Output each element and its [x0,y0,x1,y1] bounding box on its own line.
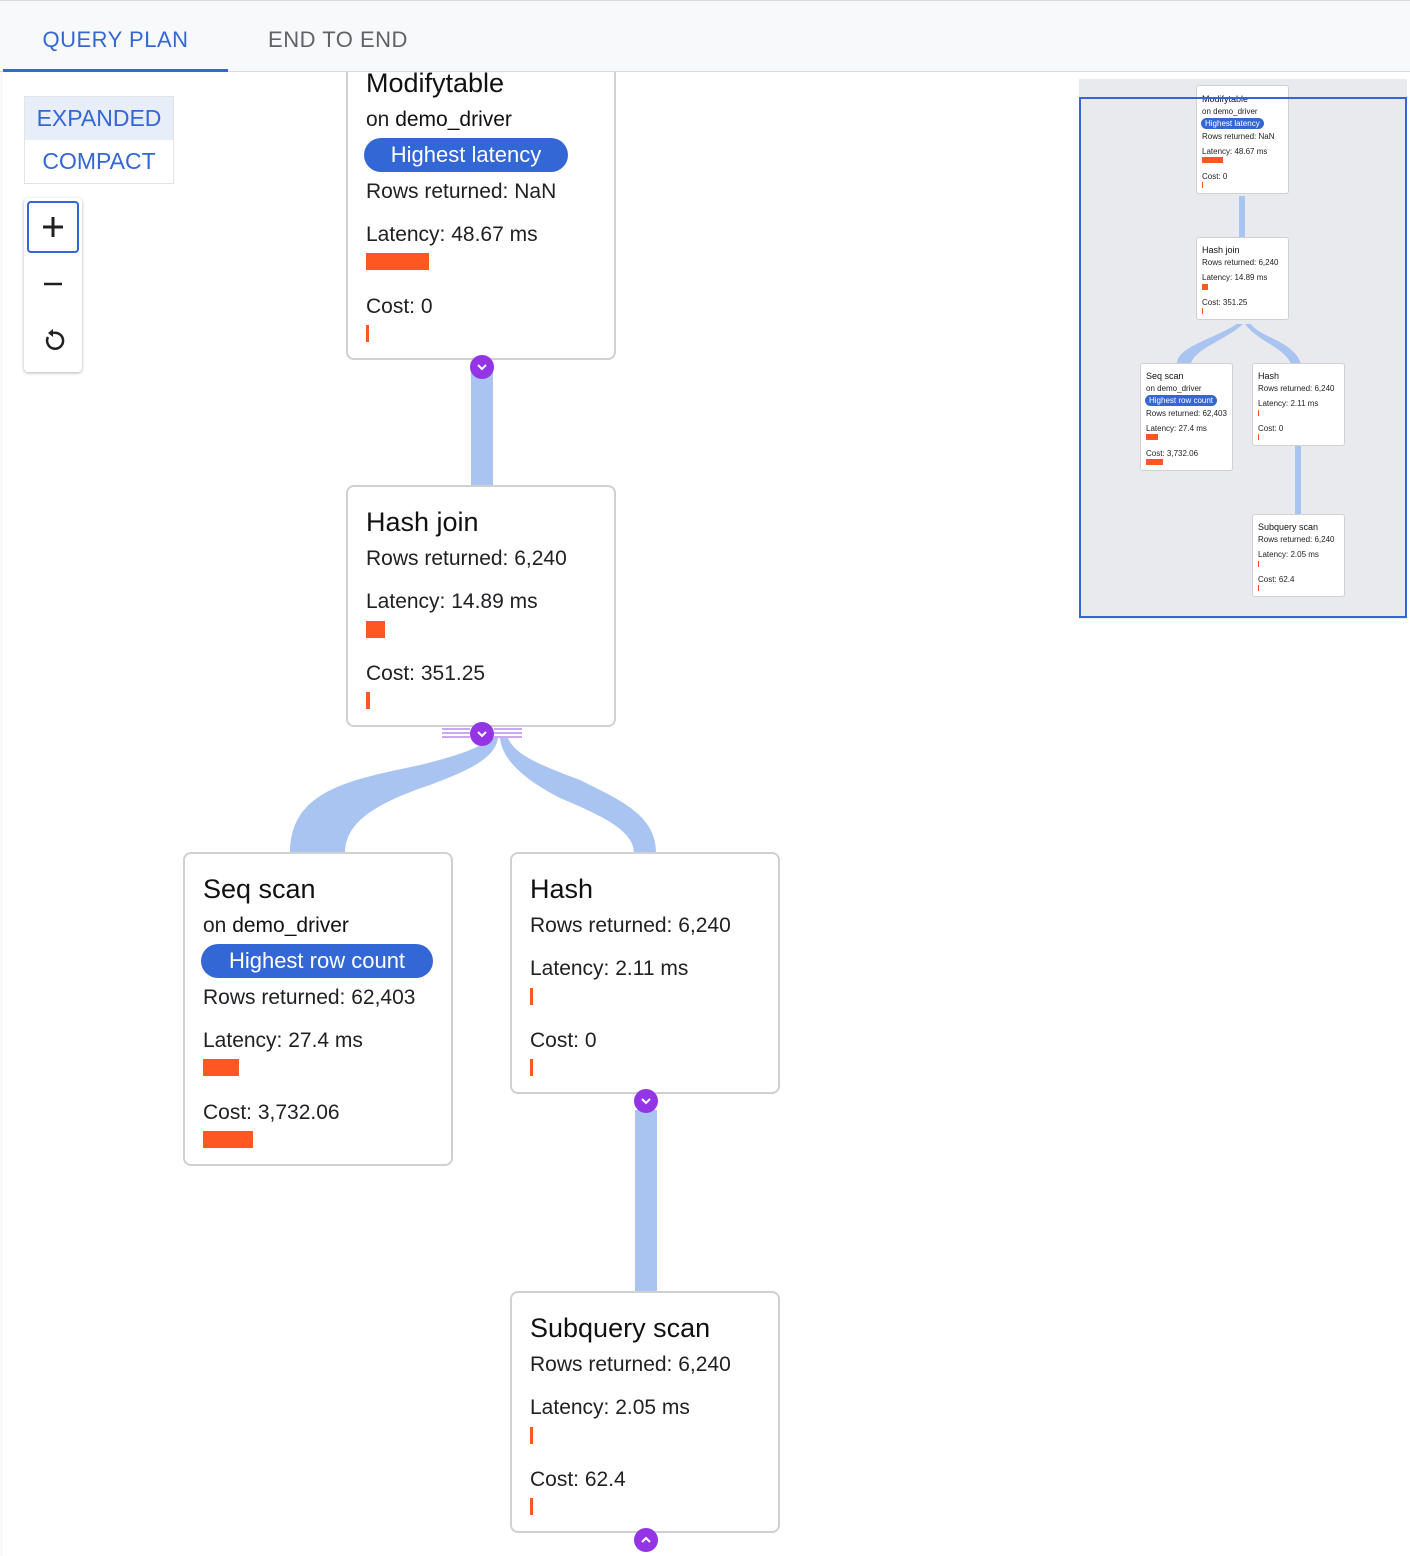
latency-bar [203,1059,239,1076]
cost-bar [530,1059,533,1076]
minimap-node-seq-scan: Seq scan on demo_driver Highest row coun… [1140,363,1233,471]
zoom-out-button[interactable] [27,258,79,310]
highest-row-count-badge: Highest row count [201,944,433,978]
collapse-chevron-icon[interactable] [634,1089,658,1113]
plan-node-seq-scan[interactable]: Seq scan on demo_driver Highest row coun… [183,852,453,1166]
edge-hash-subquery [635,1110,657,1292]
node-cost: Cost: 351.25 [366,662,486,685]
plus-icon [43,217,63,237]
cost-bar [366,325,369,342]
minimap-node-subquery-scan: Subquery scan Rows returned: 6,240 Laten… [1252,514,1345,597]
minimap-node-hash-join: Hash join Rows returned: 6,240 Latency: … [1196,237,1289,320]
latency-bar [366,621,385,638]
cost-bar [366,692,370,709]
node-latency: Latency: 27.4 ms [203,1029,363,1052]
node-table: on demo_driver [203,914,349,937]
plan-node-hash[interactable]: Hash Rows returned: 6,240 Latency: 2.11 … [510,852,780,1094]
collapse-chevron-icon[interactable] [470,355,494,379]
node-title: Modifytable [366,68,505,98]
node-latency: Latency: 14.89 ms [366,590,538,613]
reset-zoom-button[interactable] [27,315,79,367]
zoom-in-button[interactable] [27,201,79,253]
node-title: Hash [530,874,594,904]
cost-bar [203,1131,253,1148]
minimap-node-modifytable: Modifytable on demo_driver Highest laten… [1196,85,1289,194]
edge-hashjoin-seqscan [290,738,498,853]
active-tab-ink [3,69,228,72]
tab-query-plan-label[interactable]: QUERY PLAN [42,27,189,52]
minimap[interactable]: Modifytable on demo_driver Highest laten… [1079,79,1407,619]
minimap-edges [1177,196,1301,514]
compact-button[interactable]: COMPACT [42,148,156,174]
latency-bar [366,253,429,270]
node-rows: Rows returned: 6,240 [366,547,567,570]
node-table: on demo_driver [366,108,512,131]
node-rows: Rows returned: 6,240 [530,914,731,937]
node-title: Subquery scan [530,1313,711,1343]
highest-latency-badge: Highest latency [364,138,568,172]
cost-bar [530,1498,533,1515]
tab-bar-front: QUERY PLAN END TO END [0,0,1410,72]
node-latency: Latency: 48.67 ms [366,223,538,246]
node-latency: Latency: 2.11 ms [530,957,689,980]
plan-node-modifytable[interactable]: Modifytable on demo_driver Highest laten… [346,50,616,360]
node-title: Hash join [366,507,479,537]
minimap-viewport[interactable] [1079,97,1407,618]
minimap-node-hash: Hash Rows returned: 6,240 Latency: 2.11 … [1252,363,1345,446]
edge-hashjoin-hash [500,738,656,853]
minus-icon [44,282,62,286]
tab-end-to-end-label[interactable]: END TO END [268,27,408,52]
expanded-button[interactable]: EXPANDED [25,97,173,140]
node-latency: Latency: 2.05 ms [530,1396,690,1419]
node-rows: Rows returned: 6,240 [530,1353,731,1376]
node-rows: Rows returned: NaN [366,180,557,203]
node-cost: Cost: 0 [530,1029,597,1052]
node-title: Seq scan [203,874,316,904]
collapse-chevron-icon[interactable] [470,722,494,746]
edge-connector-lines [442,728,522,738]
node-rows: Rows returned: 62,403 [203,986,416,1009]
node-cost: Cost: 0 [366,295,433,318]
view-mode-toggle: EXPANDED COMPACT [24,96,174,184]
edge-modifytable-hashjoin [471,372,493,486]
zoom-controls [24,198,82,372]
node-cost: Cost: 3,732.06 [203,1101,340,1124]
node-cost: Cost: 62.4 [530,1468,626,1491]
plan-node-subquery-scan[interactable]: Subquery scan Rows returned: 6,240 Laten… [510,1291,780,1533]
expand-chevron-up-icon[interactable] [634,1528,658,1552]
latency-bar [530,1427,533,1444]
reset-icon [45,329,65,350]
latency-bar [530,988,533,1005]
plan-node-hash-join[interactable]: Hash join Rows returned: 6,240 Latency: … [346,485,616,727]
